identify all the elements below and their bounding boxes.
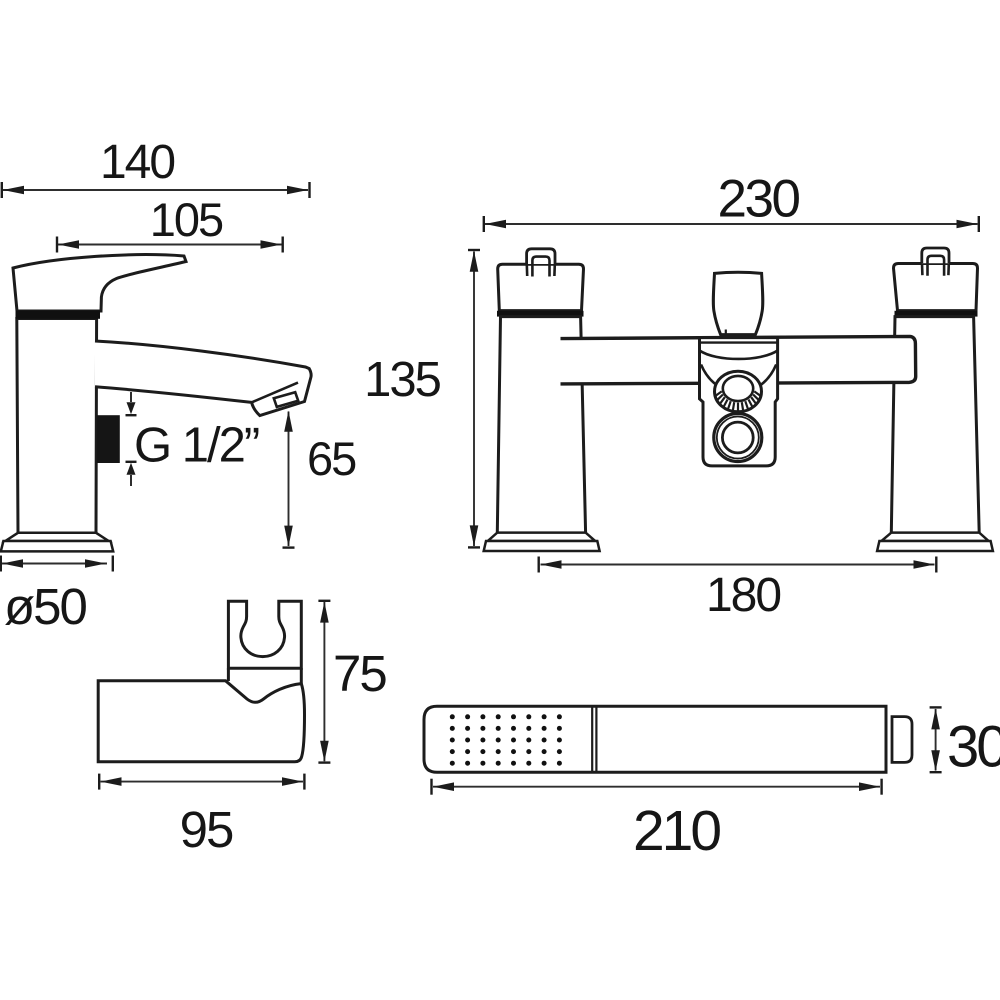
svg-text:180: 180 — [706, 569, 780, 622]
svg-text:140: 140 — [100, 136, 174, 189]
svg-text:95: 95 — [180, 801, 233, 858]
svg-text:135: 135 — [364, 353, 441, 407]
svg-text:ø50: ø50 — [4, 578, 87, 635]
svg-text:G 1/2”: G 1/2” — [134, 419, 259, 473]
svg-text:65: 65 — [307, 432, 356, 485]
svg-text:210: 210 — [633, 799, 720, 863]
svg-text:230: 230 — [718, 170, 800, 229]
svg-text:105: 105 — [150, 193, 223, 246]
svg-text:30: 30 — [947, 715, 1000, 780]
svg-text:75: 75 — [333, 645, 386, 702]
